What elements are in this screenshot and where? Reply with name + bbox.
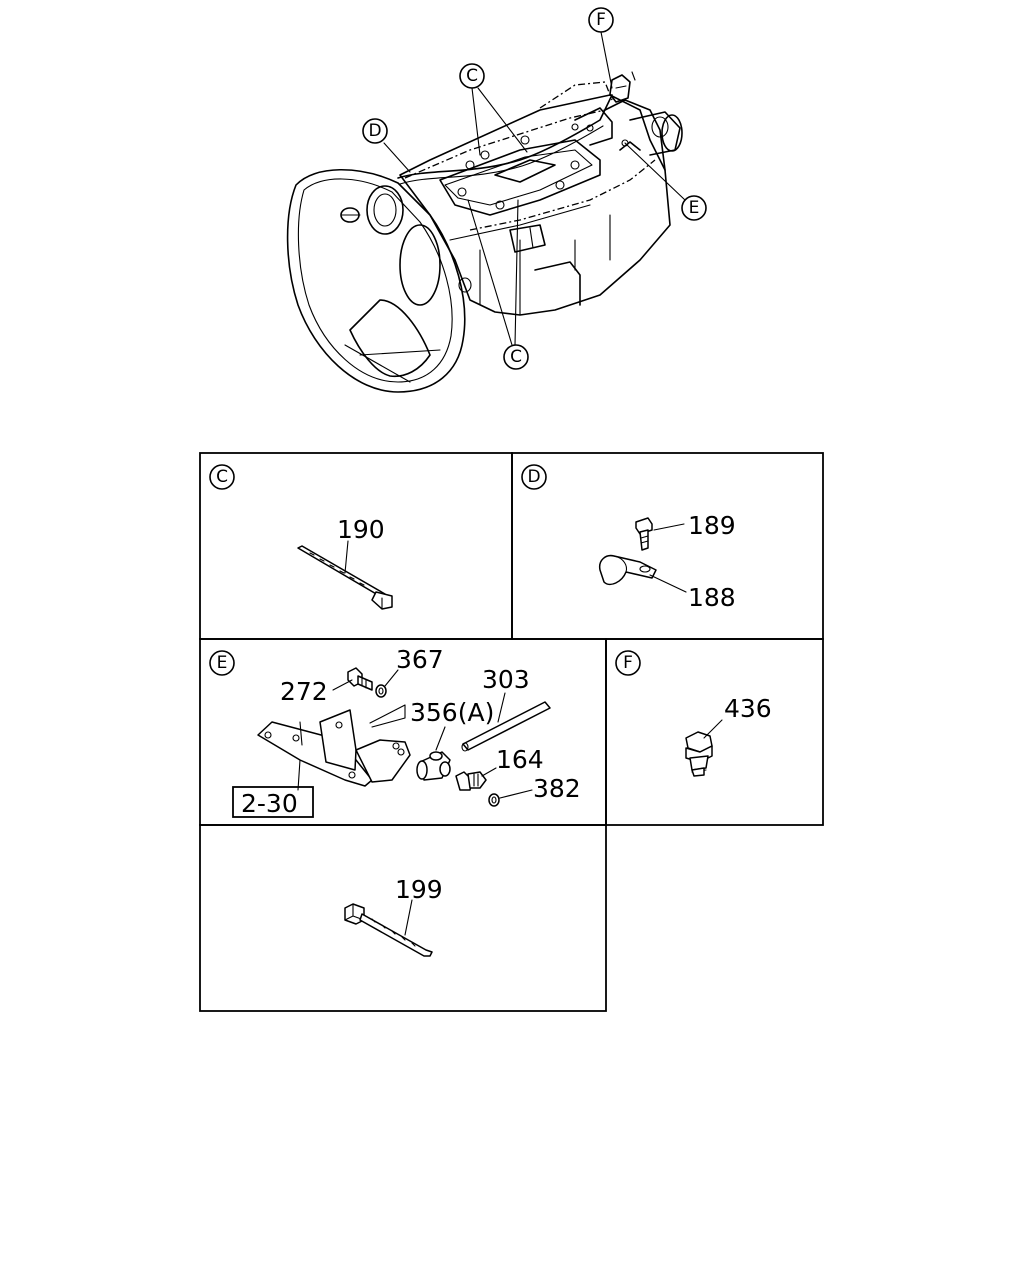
reference-2-30-label: 2-30 [241, 789, 298, 818]
part-356A-label: 356(A) [410, 698, 494, 727]
svg-text:C: C [466, 66, 478, 86]
panel-C-letter: C [209, 464, 235, 490]
tee-fitting-356A-icon [416, 751, 451, 781]
panel-C: C 190 [209, 464, 393, 610]
bracket-icon [257, 709, 411, 787]
reference-box-2-30 [232, 786, 314, 818]
breather-436-icon [685, 731, 713, 777]
svg-text:C: C [216, 467, 228, 487]
tube-303-icon [461, 701, 551, 752]
bolt-272-icon [347, 667, 373, 691]
transmission-assembly-illustration [286, 71, 683, 393]
callout-D: D [362, 118, 388, 144]
panel-E: E 272 367 [209, 645, 581, 818]
panel-D: D 189 188 [521, 464, 736, 612]
panel-F-letter: F [615, 650, 641, 676]
svg-text:E: E [689, 198, 700, 218]
svg-text:D: D [527, 467, 540, 487]
callout-C-upper: C [459, 63, 485, 89]
callout-C-lower: C [503, 344, 529, 370]
part-272-label: 272 [280, 677, 328, 706]
clip-188-icon [598, 554, 657, 586]
svg-text:F: F [623, 653, 633, 673]
part-303-label: 303 [482, 665, 530, 694]
svg-text:D: D [368, 121, 381, 141]
bolt-189-icon [635, 517, 653, 551]
panel-D-letter: D [521, 464, 547, 490]
part-164-label: 164 [496, 745, 544, 774]
fitting-164-icon [455, 771, 487, 791]
part-188-label: 188 [688, 583, 736, 612]
cable-tie-190-icon [297, 545, 393, 610]
panel-F: F 436 [615, 650, 772, 777]
part-199-label: 199 [395, 875, 443, 904]
panel-E-letter: E [209, 650, 235, 676]
svg-text:F: F [596, 10, 606, 30]
cable-tie-199-icon [344, 903, 433, 957]
detail-panel-grid [199, 452, 824, 1012]
part-382-label: 382 [533, 774, 581, 803]
callout-E: E [681, 195, 707, 221]
washer-382-icon [488, 793, 500, 807]
part-367-label: 367 [396, 645, 444, 674]
washer-367-icon [375, 684, 387, 698]
svg-text:E: E [217, 653, 228, 673]
part-436-label: 436 [724, 694, 772, 723]
svg-text:C: C [510, 347, 522, 367]
callout-F: F [588, 7, 614, 33]
part-190-label: 190 [337, 515, 385, 544]
top-leader-lines [383, 31, 686, 346]
part-189-label: 189 [688, 511, 736, 540]
panel-bottom: 199 [344, 875, 443, 957]
